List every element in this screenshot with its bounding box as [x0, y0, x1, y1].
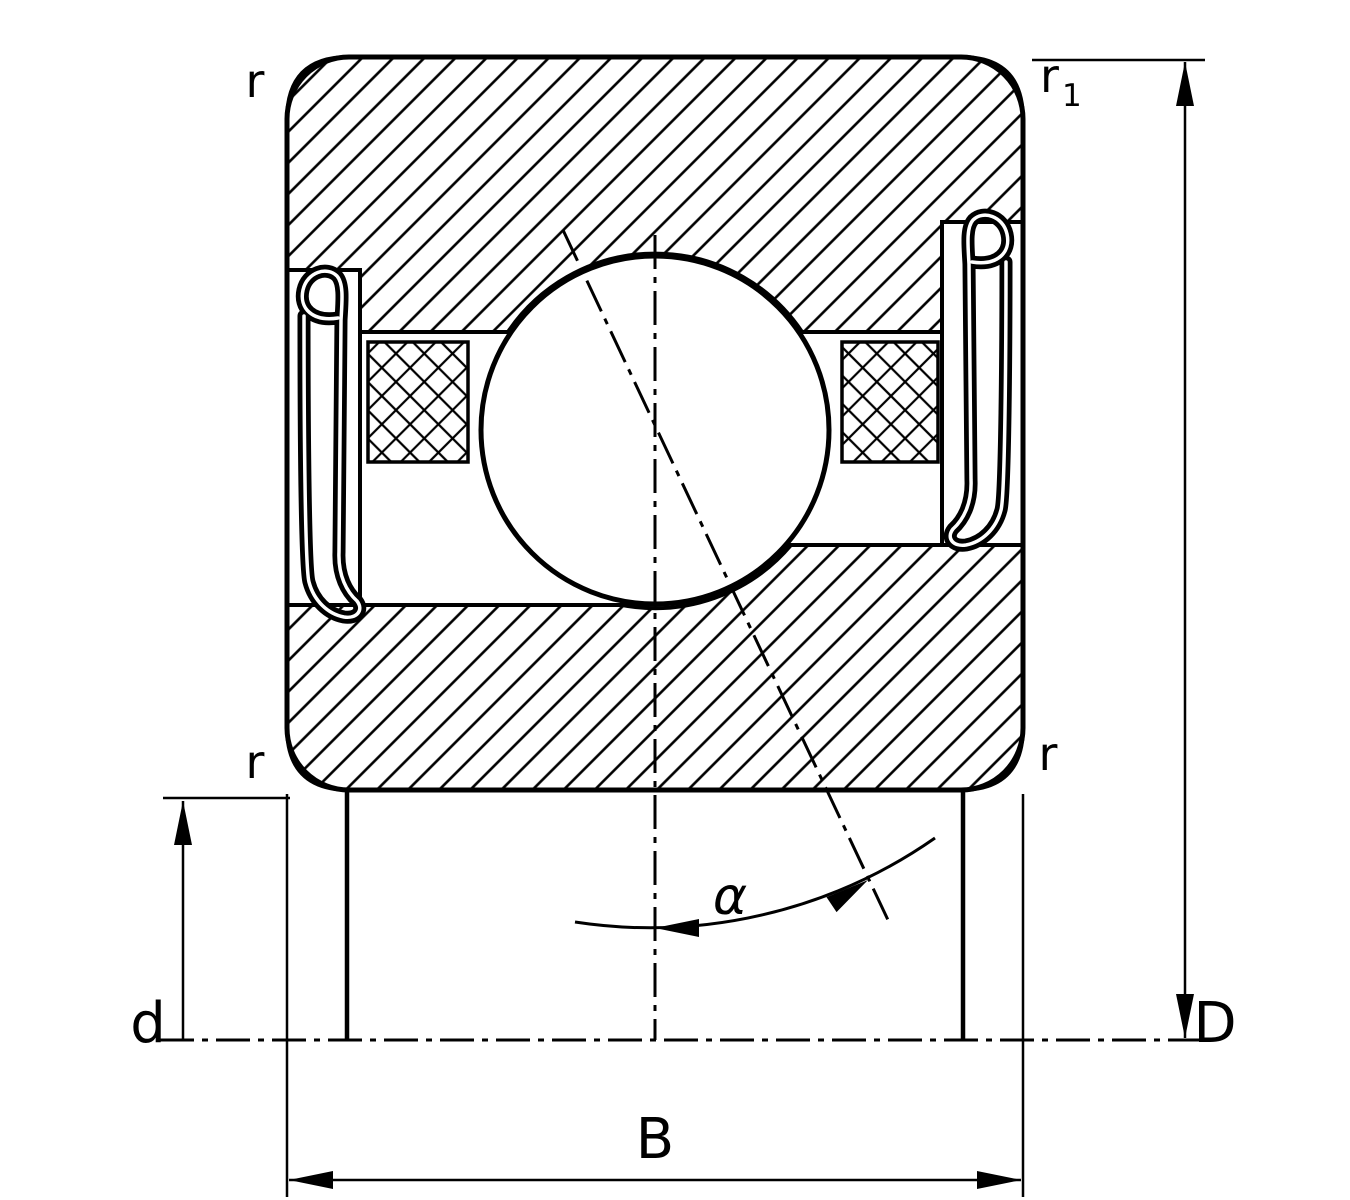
b-arrow-left [289, 1171, 333, 1189]
bore-diameter-label: d [130, 991, 166, 1056]
d-bore-arrow [174, 801, 192, 845]
alpha-arrow-left [655, 919, 699, 937]
contact-angle-dimension: α [574, 836, 936, 937]
d-outer-arrow-bottom [1176, 994, 1194, 1038]
alpha-label: α [713, 867, 747, 927]
outside-diameter-dimension: D [1032, 58, 1237, 1056]
cage-section-right [840, 340, 940, 464]
right-seal [943, 208, 1015, 552]
r1-label-top-right: r 1 [1040, 49, 1082, 114]
r-label-top-left: r [246, 54, 265, 108]
left-seal [295, 264, 367, 624]
cage-section-left [366, 340, 470, 464]
b-arrow-right [977, 1171, 1021, 1189]
r-label-bottom-right: r [1039, 727, 1058, 781]
r-label-bottom-left: r [246, 735, 265, 789]
r1-label-base: r [1040, 49, 1059, 103]
r1-label-subscript: 1 [1062, 78, 1082, 114]
bore-diameter-dimension: d [130, 796, 290, 1056]
d-outer-arrow-top [1176, 62, 1194, 106]
width-dimension: B [289, 1107, 1021, 1189]
width-label: B [636, 1107, 674, 1172]
outside-diameter-label: D [1193, 991, 1236, 1056]
inner-ring-section [285, 543, 1025, 792]
alpha-arc [574, 836, 936, 930]
contact-angle-line [561, 229, 890, 921]
